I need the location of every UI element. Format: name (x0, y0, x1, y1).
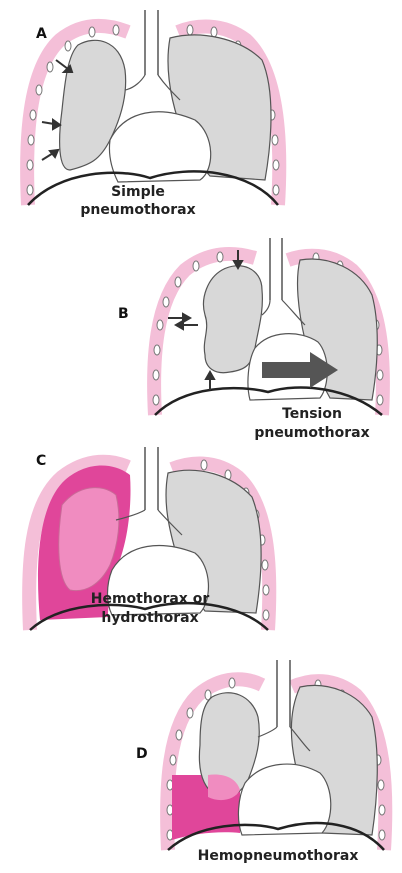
panel-c-figure: C Hemothorax or hydrothorax (0, 445, 402, 655)
panel-a-trachea (145, 10, 158, 75)
panel-b: B Tension pneumothorax (0, 230, 402, 445)
panel-a-figure: A Simple pneumothorax (0, 0, 402, 230)
panel-b-trachea (270, 238, 282, 300)
panel-c-caption-line-2: hydrothorax (101, 610, 198, 626)
panel-b-caption-line-1: Tension (282, 406, 342, 422)
panel-a-caption-line-1: Simple (111, 184, 165, 200)
panel-d-caption-line-1: Hemopneumothorax (198, 848, 359, 864)
panel-c: C Hemothorax or hydrothorax (0, 445, 402, 655)
panel-d-letter: D (136, 746, 148, 762)
panel-c-trachea (145, 447, 158, 510)
panel-a: A Simple pneumothorax (0, 0, 402, 230)
panel-a-left-bronchus (125, 75, 145, 90)
panel-c-caption-line-1: Hemothorax or (91, 591, 210, 607)
panel-b-figure: B Tension pneumothorax (0, 230, 402, 445)
panel-d-figure: D Hemopneumothorax (0, 655, 402, 873)
panel-b-left-bronchus (262, 300, 270, 315)
panel-a-letter: A (36, 26, 47, 42)
panel-a-caption-line-2: pneumothorax (80, 202, 195, 218)
panel-d-trachea (277, 660, 290, 727)
panel-d: D Hemopneumothorax (0, 655, 402, 873)
panel-d-left-bronchus (258, 727, 277, 737)
panel-b-caption-line-2: pneumothorax (254, 425, 369, 441)
panel-b-letter: B (118, 306, 129, 322)
panel-c-letter: C (36, 453, 46, 469)
